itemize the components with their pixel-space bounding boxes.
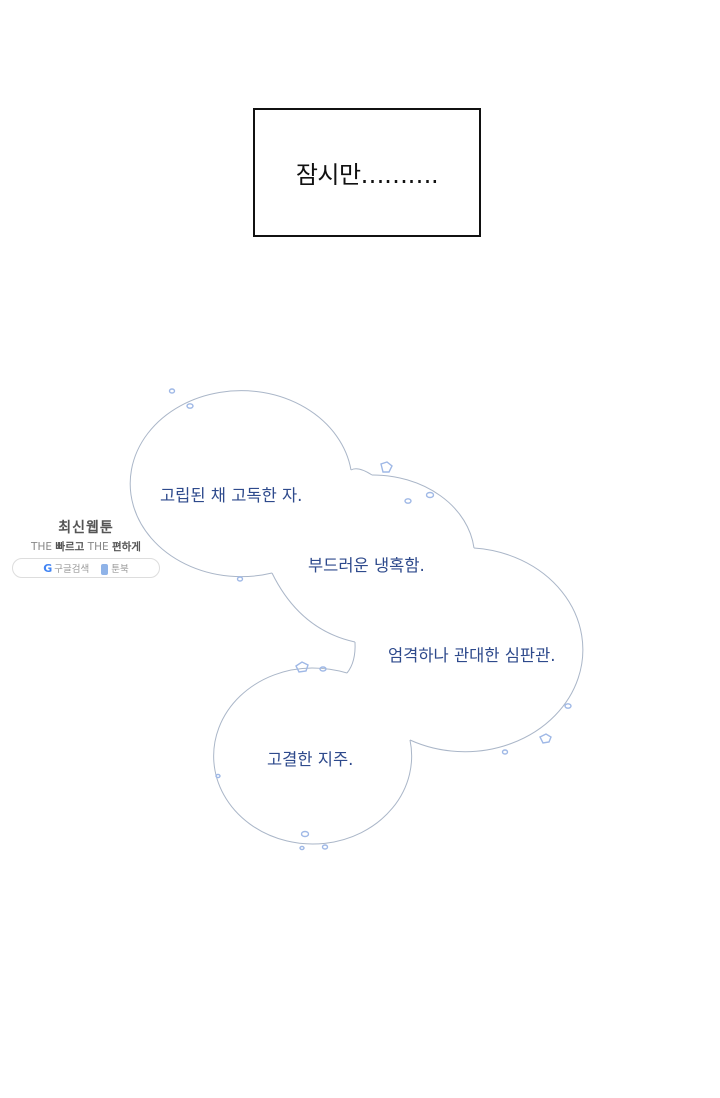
watermark-the-2: THE: [87, 541, 109, 553]
watermark-title: 최신웹툰: [58, 520, 114, 536]
watermark-tagline: THE 빠르고 THE 편하게: [12, 539, 160, 554]
bubble-line-3: 엄격하나 관대한 심판관.: [388, 646, 556, 665]
bubble-line-1: 고립된 채 고독한 자.: [160, 486, 303, 505]
narration-caption-box: 잠시만……….: [253, 108, 481, 237]
caption-text: 잠시만……….: [295, 161, 439, 189]
sparkle-decorations: [168, 388, 572, 851]
watermark-easy: 편하게: [111, 541, 141, 553]
phone-icon: [101, 564, 109, 575]
bubble-line-4: 고결한 지주.: [267, 750, 354, 769]
watermark-the-1: THE: [31, 541, 52, 553]
google-icon: G: [43, 562, 53, 575]
google-search-label: 구글검색: [54, 564, 90, 575]
toonbook-label: 툰북: [111, 564, 129, 575]
toonbook-link: 툰북: [101, 561, 129, 575]
bubble-line-2: 부드러운 냉혹함.: [308, 556, 425, 575]
watermark-fast: 빠르고: [55, 541, 85, 553]
